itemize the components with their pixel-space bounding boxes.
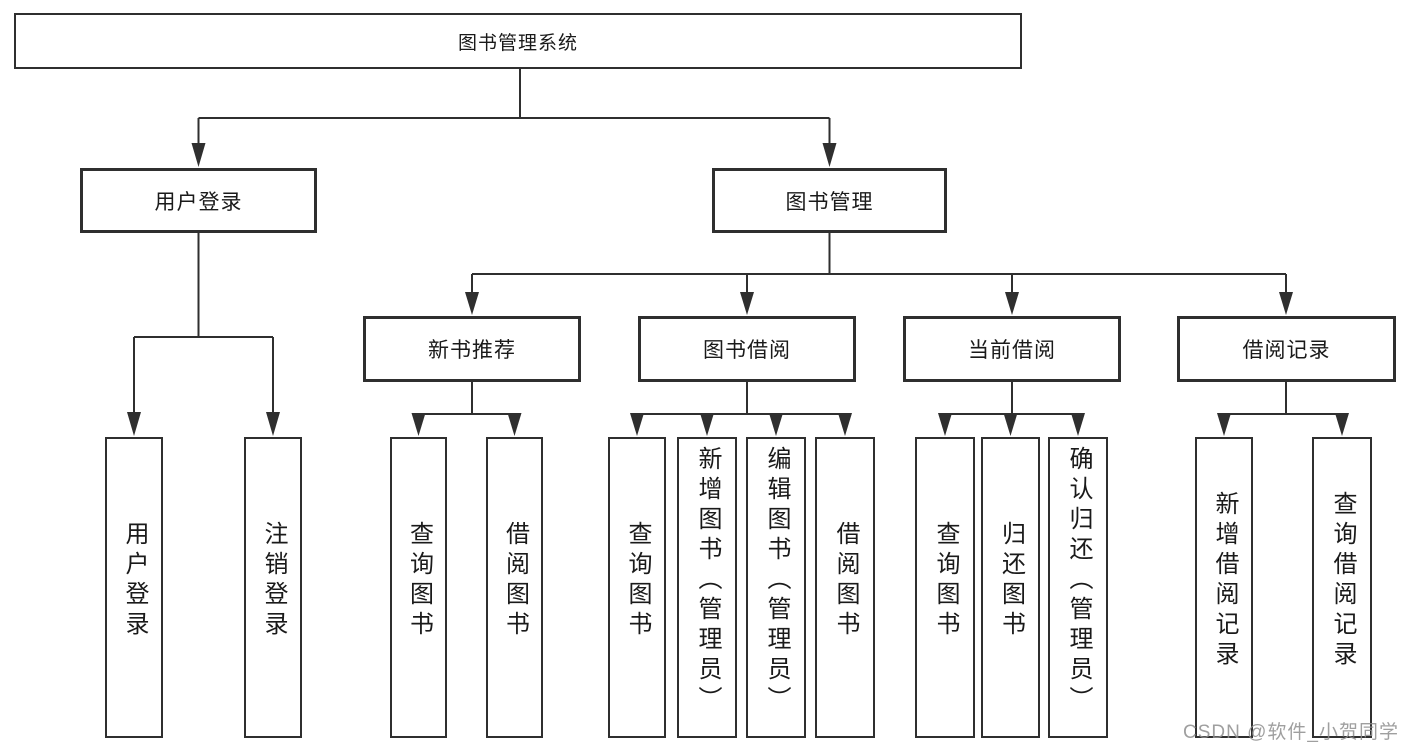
leaf-borrow-books-recommend: 借阅图书 [486, 437, 543, 738]
branch-current-borrow [938, 382, 1085, 436]
leaf-query-borrow-record: 查询借阅记录 [1312, 437, 1372, 738]
leaf-label: 注销登录 [260, 520, 287, 641]
watermark: CSDN @软件_小贺同学 [1183, 722, 1399, 743]
leaf-user-login: 用户登录 [105, 437, 163, 738]
leaf-label: 借阅图书 [501, 520, 529, 641]
leaf-label: 确认归还（管理员） [1065, 445, 1092, 716]
leaf-query-books-borrow: 查询图书 [608, 437, 666, 738]
node-book-borrow: 图书借阅 [638, 316, 856, 382]
leaf-label: 查询借阅记录 [1329, 490, 1356, 671]
leaf-add-borrow-record: 新增借阅记录 [1195, 437, 1253, 738]
leaf-add-books-admin: 新增图书（管理员） [677, 437, 737, 738]
leaf-confirm-return-admin: 确认归还（管理员） [1048, 437, 1108, 738]
node-new-book-recommend: 新书推荐 [363, 316, 581, 382]
leaf-label: 查询图书 [932, 520, 959, 641]
leaf-label: 归还图书 [997, 520, 1025, 641]
leaf-label: 编辑图书（管理员） [763, 445, 790, 716]
leaf-label: 借阅图书 [832, 520, 859, 641]
leaf-label: 新增借阅记录 [1211, 490, 1238, 671]
node-root-system: 图书管理系统 [14, 13, 1022, 69]
node-book-management: 图书管理 [712, 168, 947, 233]
branch-book-borrow [630, 382, 852, 436]
leaf-return-books: 归还图书 [981, 437, 1040, 738]
node-user-login: 用户登录 [80, 168, 317, 233]
branch-root [191, 69, 837, 167]
leaf-query-books-current: 查询图书 [915, 437, 975, 738]
leaf-query-books-recommend: 查询图书 [390, 437, 447, 738]
leaf-borrow-books: 借阅图书 [815, 437, 875, 738]
node-borrow-records: 借阅记录 [1177, 316, 1396, 382]
leaf-label: 查询图书 [405, 520, 433, 641]
branch-book-management [465, 233, 1293, 315]
branch-user-login [127, 233, 280, 436]
leaf-logout: 注销登录 [244, 437, 302, 738]
leaf-label: 用户登录 [121, 520, 148, 641]
leaf-label: 查询图书 [624, 520, 651, 641]
leaf-label: 新增图书（管理员） [694, 445, 721, 716]
branch-new-book-recommend [411, 382, 522, 436]
branch-borrow-records [1217, 382, 1349, 436]
leaf-edit-books-admin: 编辑图书（管理员） [746, 437, 806, 738]
node-current-borrow: 当前借阅 [903, 316, 1121, 382]
